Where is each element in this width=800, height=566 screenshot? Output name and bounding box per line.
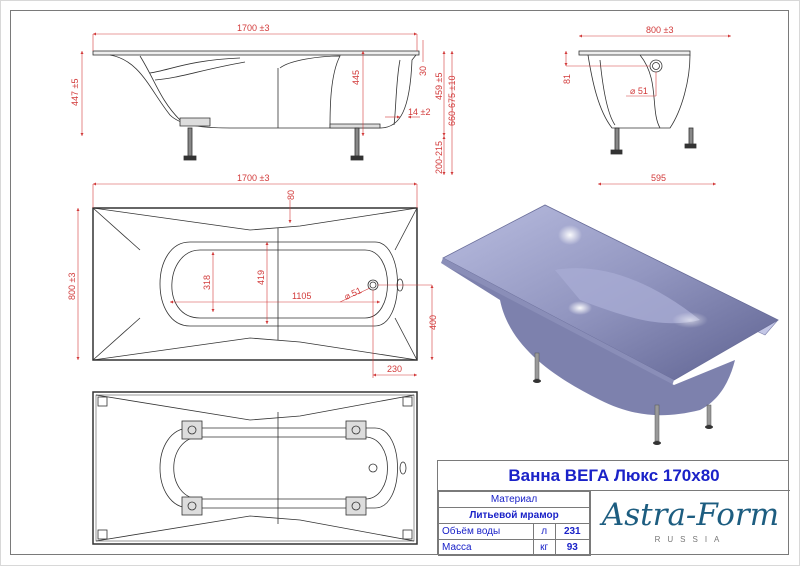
water-volume-label: Объём воды bbox=[438, 523, 534, 540]
table-row: Объём воды л 231 bbox=[438, 523, 591, 540]
dim-height-range: 660-675 ±10 bbox=[447, 76, 457, 126]
bath-3d-render bbox=[441, 204, 779, 445]
dim-overflow-diameter: ⌀ 51 bbox=[630, 86, 648, 96]
brand-logo: Astra-Form RUSSIA bbox=[590, 491, 790, 556]
end-view-labels: 800 ±3 81 ⌀ 51 595 bbox=[562, 25, 673, 183]
dim-legs-span: 595 bbox=[651, 173, 666, 183]
end-view bbox=[578, 50, 697, 155]
product-title: Ванна ВЕГА Люкс 170х80 bbox=[438, 461, 790, 491]
drawing-frame bbox=[10, 10, 789, 555]
dim-legs: 200-215 bbox=[434, 141, 444, 174]
dim-top-width: 800 ±3 bbox=[67, 273, 77, 300]
dim-top-length: 1700 ±3 bbox=[237, 173, 269, 183]
mass-unit: кг bbox=[532, 539, 556, 556]
dim-drain-diameter: ⌀ 51 bbox=[343, 285, 363, 302]
mass-label: Масса bbox=[438, 539, 534, 556]
dim-rim: 30 bbox=[418, 66, 428, 76]
title-block: Ванна ВЕГА Люкс 170х80 Материал Литьевой… bbox=[437, 460, 790, 556]
dim-end-width: 800 ±3 bbox=[646, 25, 673, 35]
table-row: Масса кг 93 bbox=[438, 539, 591, 556]
dim-inner-depth: 445 bbox=[351, 70, 361, 85]
top-view-dimensions bbox=[76, 182, 434, 378]
table-row: Материал bbox=[438, 491, 590, 508]
dim-bottom-width-head: 318 bbox=[202, 275, 212, 290]
top-view-labels: 1700 ±3 800 ±3 80 318 419 1105 ⌀ 51 400 … bbox=[67, 173, 438, 374]
spec-table: Материал Литьевой мрамор Объём воды л 23… bbox=[438, 491, 591, 556]
water-volume-unit: л bbox=[532, 523, 556, 540]
side-view bbox=[92, 50, 420, 161]
dim-side-length: 1700 ±3 bbox=[237, 23, 269, 33]
dim-bottom-length: 1105 bbox=[292, 291, 311, 301]
water-volume-value: 231 bbox=[554, 523, 591, 540]
bottom-view bbox=[92, 391, 418, 545]
end-view-dimensions bbox=[564, 34, 731, 186]
material-value: Литьевой мрамор bbox=[438, 507, 590, 524]
dim-wall: 14 ±2 bbox=[408, 107, 430, 117]
table-row: Литьевой мрамор bbox=[438, 507, 590, 524]
brand-name: Astra-Form bbox=[601, 497, 780, 533]
side-view-dimensions bbox=[80, 32, 454, 175]
dim-side-height: 447 ±5 bbox=[70, 79, 80, 106]
side-view-labels: 1700 ±3 447 ±5 445 30 459 ±5 660-675 ±10… bbox=[70, 23, 457, 174]
dim-drain-from-end: 230 bbox=[387, 364, 402, 374]
dim-bottom-width-mid: 419 bbox=[256, 270, 266, 285]
dim-height-459: 459 ±5 bbox=[434, 73, 444, 100]
top-view bbox=[92, 207, 418, 361]
material-label: Материал bbox=[438, 491, 590, 508]
brand-subtitle: RUSSIA bbox=[654, 535, 727, 544]
dim-drain-from-edge: 400 bbox=[428, 315, 438, 330]
dim-overflow-height: 81 bbox=[562, 74, 572, 84]
dim-rim-offset: 80 bbox=[286, 190, 296, 200]
mass-value: 93 bbox=[554, 539, 591, 556]
